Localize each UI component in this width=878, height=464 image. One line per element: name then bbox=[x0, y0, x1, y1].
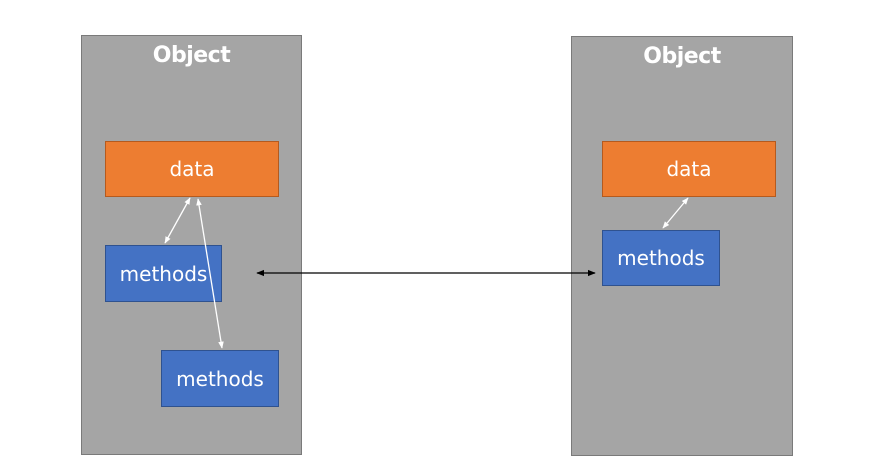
left-methods-box-2: methods bbox=[161, 350, 279, 407]
left-methods-1-label: methods bbox=[119, 261, 208, 286]
left-methods-box-1: methods bbox=[105, 245, 222, 302]
left-data-label: data bbox=[169, 157, 215, 181]
right-data-label: data bbox=[666, 157, 712, 181]
right-object-title: Object bbox=[643, 44, 721, 69]
right-methods-box: methods bbox=[602, 230, 720, 286]
right-methods-label: methods bbox=[617, 246, 705, 270]
right-data-box: data bbox=[602, 141, 776, 197]
left-methods-2-label: methods bbox=[176, 366, 264, 391]
left-data-box: data bbox=[105, 141, 279, 197]
left-object-title: Object bbox=[152, 43, 231, 68]
